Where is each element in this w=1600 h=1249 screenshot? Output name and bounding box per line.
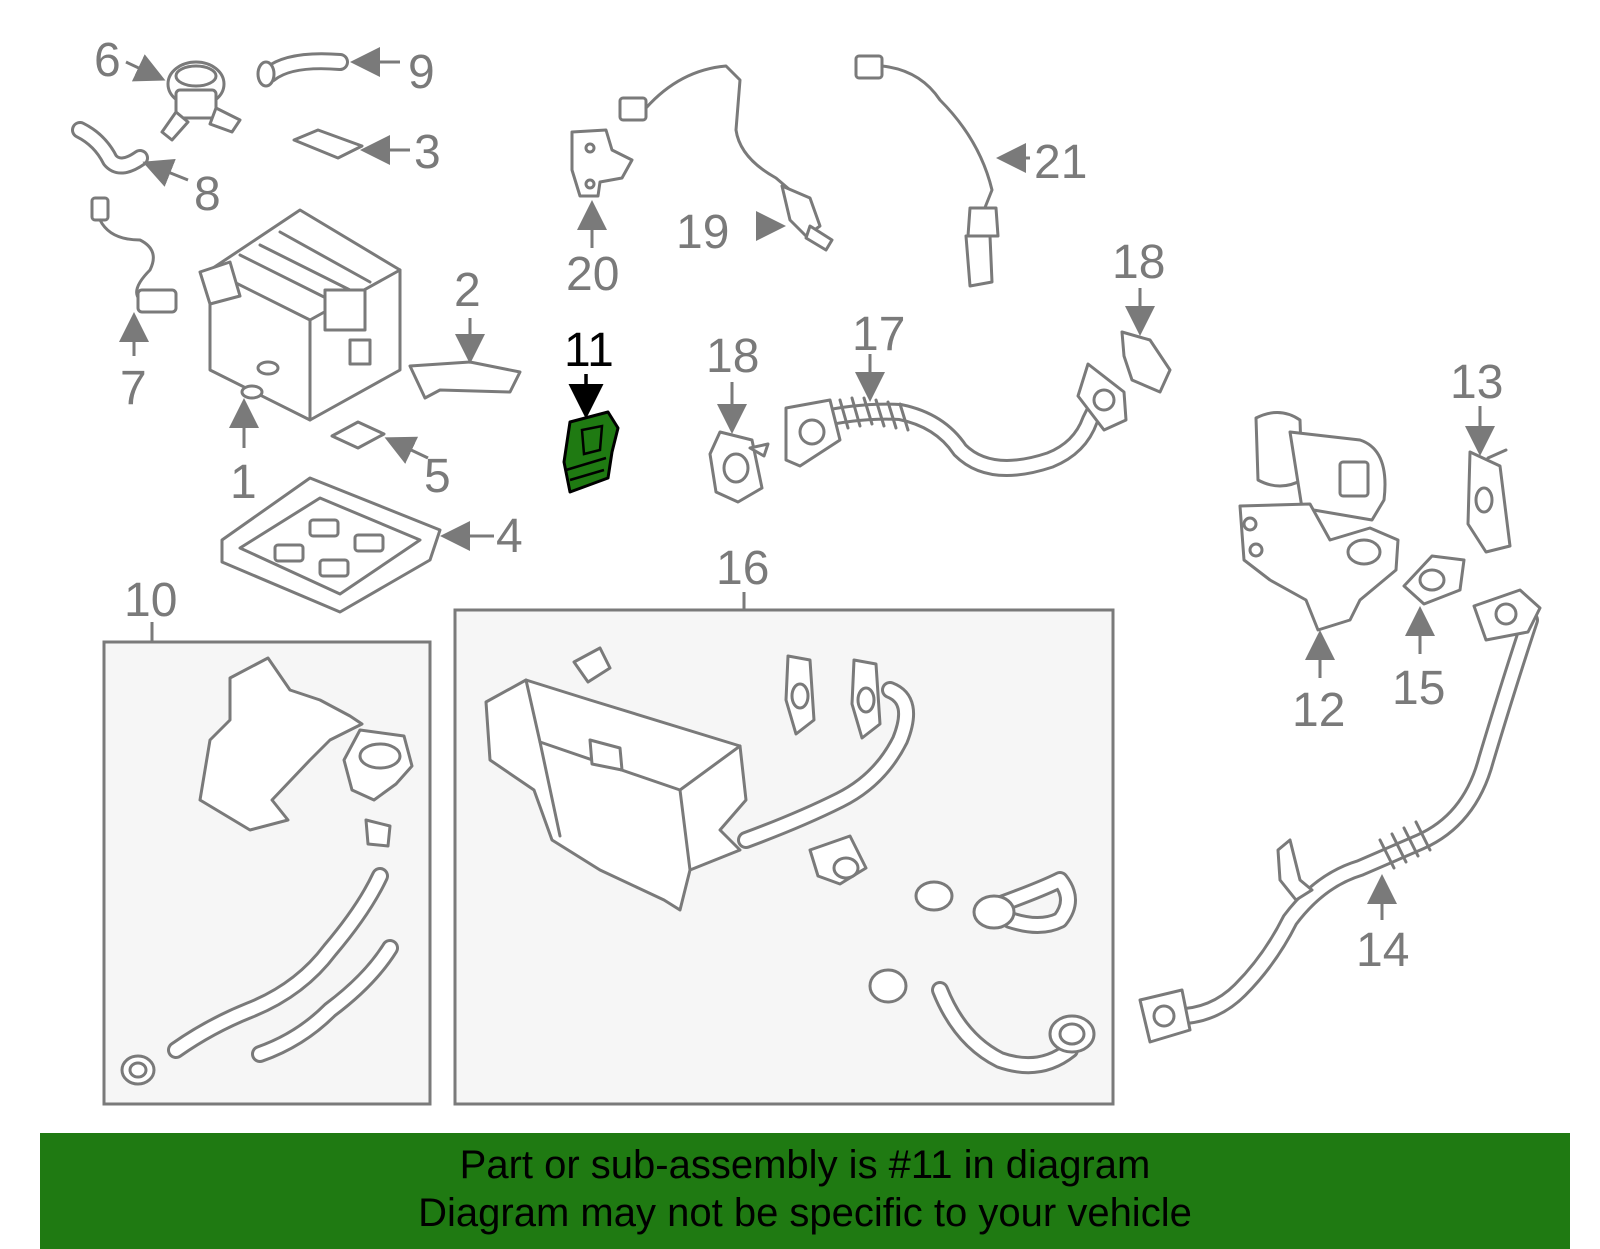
inset-box-16: [453, 608, 1115, 1106]
footer-line-2: Diagram may not be specific to your vehi…: [418, 1191, 1192, 1235]
callout-18-right: 18: [1112, 236, 1165, 289]
callout-3: 3: [414, 126, 441, 179]
callout-10: 10: [124, 574, 177, 627]
part-1-canister: [198, 208, 402, 422]
part-7-sensor-harness: [90, 196, 178, 314]
part-14-egr-pipe: [1138, 588, 1542, 1044]
callout-21: 21: [1034, 136, 1087, 189]
part-19-sensor: [618, 64, 834, 252]
part-15-gasket: [1402, 554, 1466, 606]
part-6-purge-valve: [160, 60, 242, 142]
callout-9: 9: [408, 46, 435, 99]
part-16-egr-cooler: [484, 646, 1096, 1075]
part-9-hose: [256, 52, 349, 88]
part-20-bracket: [570, 128, 634, 198]
part-5-pad: [330, 420, 386, 450]
part-12-egr-valve: [1238, 411, 1400, 632]
footer-line-1: Part or sub-assembly is #11 in diagram: [459, 1143, 1151, 1187]
footer-banner: Part or sub-assembly is #11 in diagram D…: [40, 1133, 1570, 1249]
part-10-assembly: [120, 656, 414, 1086]
part-11-gasket-highlighted: [562, 410, 620, 494]
callout-5: 5: [424, 450, 451, 503]
callout-17: 17: [852, 308, 905, 361]
part-18-gasket-right: [1120, 330, 1172, 394]
callout-15: 15: [1392, 662, 1445, 715]
callout-16: 16: [716, 542, 769, 595]
callout-19: 19: [676, 206, 729, 259]
callout-11: 11: [564, 324, 614, 377]
callout-7: 7: [120, 362, 147, 415]
callout-14: 14: [1356, 924, 1409, 977]
callout-18-left: 18: [706, 330, 759, 383]
callout-8: 8: [194, 168, 221, 221]
part-3-filter-pad: [292, 128, 364, 160]
part-8-hose: [71, 121, 149, 175]
part-21-oxygen-sensor: [854, 54, 1000, 288]
part-4-tray: [220, 476, 442, 614]
callout-1: 1: [230, 456, 257, 509]
callout-4: 4: [496, 510, 523, 563]
callout-13: 13: [1450, 356, 1503, 409]
callout-2: 2: [454, 264, 481, 317]
part-13-gasket: [1466, 448, 1512, 554]
part-18-gasket-left: [708, 430, 770, 504]
callout-20: 20: [566, 248, 619, 301]
callout-6: 6: [94, 34, 121, 87]
leader-arrows: [119, 47, 1495, 920]
part-2-bracket: [408, 360, 522, 400]
part-17-egr-pipe: [784, 362, 1128, 477]
parts-diagram: 6 9 3 8 7 1 2 5 4 10 11 20 19 21 18 17 1…: [71, 34, 1542, 1106]
callout-12: 12: [1292, 684, 1345, 737]
